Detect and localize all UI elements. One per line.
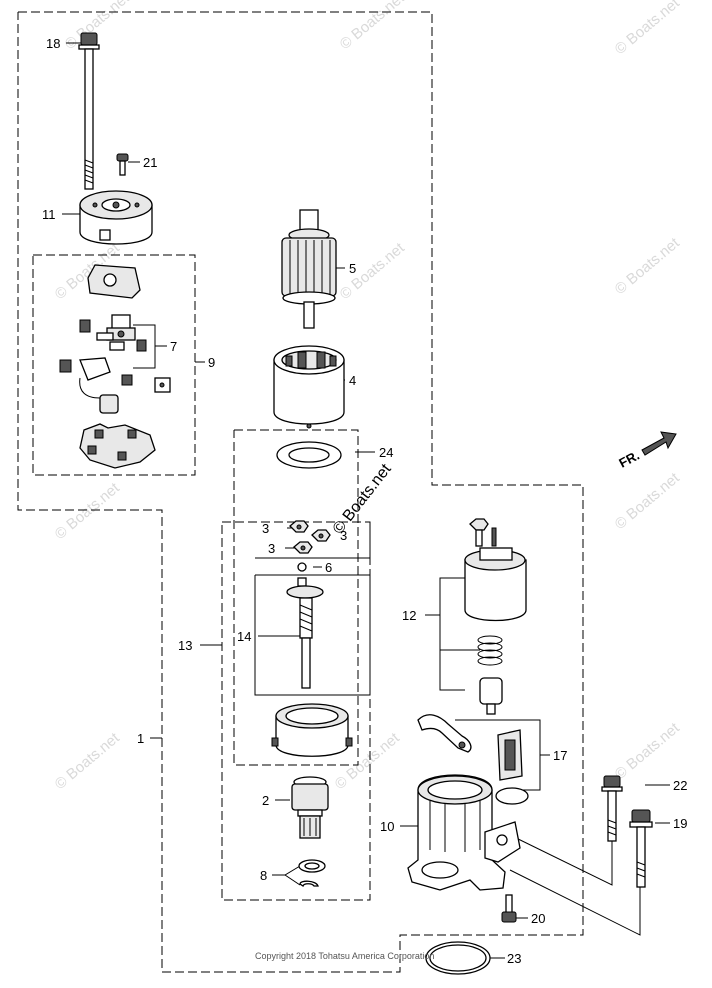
copyright-notice: Copyright 2018 Tohatsu America Corporati… — [255, 951, 435, 961]
shift-lever-17[interactable] — [417, 714, 472, 753]
callout-19[interactable]: 19 — [673, 816, 687, 831]
watermark: © Boats.net — [612, 469, 684, 533]
callout-23[interactable]: 23 — [507, 951, 521, 966]
screw-21[interactable] — [116, 153, 129, 176]
arrow-icon — [641, 431, 677, 456]
brush-plate-top[interactable] — [87, 264, 141, 299]
callout-18[interactable]: 18 — [46, 36, 60, 51]
callout-7[interactable]: 7 — [170, 339, 177, 354]
watermark-diagonal: © Boats.net — [330, 460, 395, 537]
nut-3b[interactable] — [311, 529, 331, 542]
brush-holder-base[interactable] — [79, 423, 156, 469]
bolt-19[interactable] — [629, 809, 653, 888]
end-cover-11[interactable] — [79, 190, 153, 245]
nut-group-outline — [255, 522, 371, 559]
brush-lead-wires[interactable] — [79, 357, 119, 414]
internal-gear-housing[interactable] — [271, 703, 353, 757]
callout-3[interactable]: 3 — [262, 521, 269, 536]
callout-11[interactable]: 11 — [42, 207, 56, 222]
callout-13[interactable]: 13 — [178, 638, 192, 653]
callout-1[interactable]: 1 — [137, 731, 144, 746]
nut-3a[interactable] — [289, 520, 309, 533]
plunger-12[interactable] — [479, 677, 503, 715]
watermark: © Boats.net — [612, 0, 684, 58]
watermark: © Boats.net — [612, 719, 684, 783]
callout-17[interactable]: 17 — [553, 748, 567, 763]
drive-housing-10[interactable] — [407, 774, 521, 891]
watermark: © Boats.net — [52, 729, 124, 793]
brushes-7[interactable] — [59, 319, 171, 393]
spring-12[interactable] — [477, 635, 503, 666]
pinion-group-outline — [233, 429, 359, 766]
nut-3c[interactable] — [293, 541, 313, 554]
callout-21[interactable]: 21 — [143, 155, 157, 170]
lever-holder-17[interactable] — [495, 729, 529, 805]
group-outlines — [17, 11, 584, 973]
callout-10[interactable]: 10 — [380, 819, 394, 834]
watermarks: © Boats.net © Boats.net © Boats.net © Bo… — [52, 0, 684, 793]
callout-24[interactable]: 24 — [379, 445, 393, 460]
drive-assembly-group-outline — [221, 521, 371, 901]
yoke-4[interactable] — [273, 345, 345, 429]
stop-collar-8[interactable] — [298, 859, 326, 888]
brush-holder-group-outline — [32, 254, 196, 476]
callout-3[interactable]: 3 — [268, 541, 275, 556]
callout-5[interactable]: 5 — [349, 261, 356, 276]
front-direction-indicator: FR. — [616, 431, 677, 471]
callout-numbers: 18 21 11 5 7 9 4 24 3 3 3 6 12 14 13 1 1… — [42, 36, 687, 966]
ball-6[interactable] — [297, 562, 307, 572]
callout-2[interactable]: 2 — [262, 793, 269, 808]
callout-8[interactable]: 8 — [260, 868, 267, 883]
watermark: © Boats.net — [337, 239, 409, 303]
callout-9[interactable]: 9 — [208, 355, 215, 370]
brush-holder-assembly[interactable] — [106, 314, 136, 341]
pinion-shaft-14[interactable] — [286, 577, 324, 689]
watermark: © Boats.net — [337, 0, 409, 53]
callout-4[interactable]: 4 — [349, 373, 356, 388]
washer-24[interactable] — [276, 441, 342, 469]
bolt-22[interactable] — [601, 775, 623, 842]
through-bolt-18[interactable] — [78, 32, 100, 190]
watermark: © Boats.net — [612, 234, 684, 298]
solenoid-12[interactable] — [464, 518, 527, 622]
pinion-clutch-2[interactable] — [291, 776, 329, 839]
callout-6[interactable]: 6 — [325, 560, 332, 575]
callout-20[interactable]: 20 — [531, 911, 545, 926]
callout-14[interactable]: 14 — [237, 629, 251, 644]
shaft-group-outline — [254, 574, 371, 696]
watermark: © Boats.net — [52, 479, 124, 543]
callout-3[interactable]: 3 — [340, 528, 347, 543]
o-ring-23[interactable] — [425, 941, 491, 975]
callout-12[interactable]: 12 — [402, 608, 416, 623]
outer-group-outline — [17, 11, 584, 973]
callout-22[interactable]: 22 — [673, 778, 687, 793]
front-direction-label: FR. — [616, 448, 642, 471]
armature-5[interactable] — [281, 209, 337, 329]
bolt-20[interactable] — [501, 894, 517, 923]
